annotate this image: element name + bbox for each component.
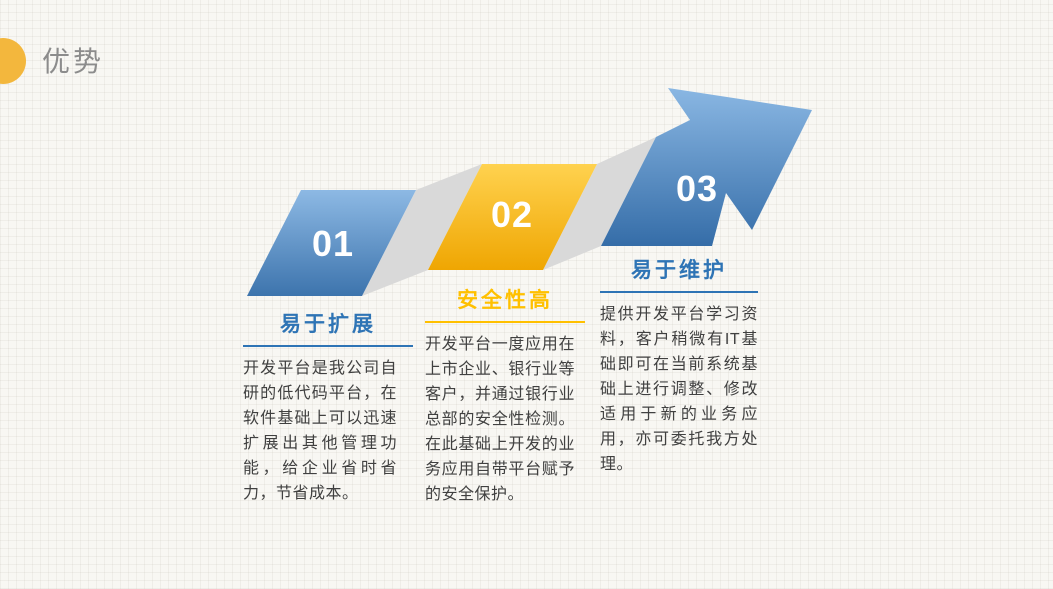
step-1-number: 01 (312, 223, 354, 264)
step-3-number: 03 (676, 168, 718, 209)
step-1-underline (243, 345, 413, 347)
step-3-column: 易于维护 提供开发平台学习资料，客户稍微有IT基础即可在当前系统基础上进行调整、… (600, 256, 758, 477)
step-2-heading: 安全性高 (457, 289, 553, 312)
step-3-heading: 易于维护 (631, 259, 727, 282)
step-3-underline (600, 291, 758, 293)
connector-ribbon-1 (362, 164, 482, 296)
page-title: 优势 (42, 46, 105, 77)
step-1-column: 易于扩展 开发平台是我公司自研的低代码平台，在软件基础上可以迅速扩展出其他管理功… (243, 310, 413, 506)
step-2-underline (425, 321, 585, 323)
step-2-shape (428, 164, 597, 270)
step-2-column: 安全性高 开发平台一度应用在上市企业、银行业等客户，并通过银行业总部的安全性检测… (425, 286, 585, 507)
connector-ribbon-2 (543, 137, 656, 270)
steps-diagram: 01 02 03 (247, 88, 812, 296)
step-3-arrow-shape (601, 88, 812, 246)
step-2-body: 开发平台一度应用在上市企业、银行业等客户，并通过银行业总部的安全性检测。在此基础… (425, 336, 575, 503)
step-2-number: 02 (491, 194, 533, 235)
step-3-body: 提供开发平台学习资料，客户稍微有IT基础即可在当前系统基础上进行调整、修改适用于… (600, 306, 758, 473)
step-1-body: 开发平台是我公司自研的低代码平台，在软件基础上可以迅速扩展出其他管理功能，给企业… (243, 360, 397, 502)
step-1-shape (247, 190, 416, 296)
title-accent-circle (0, 38, 26, 84)
step-1-heading: 易于扩展 (280, 313, 376, 336)
